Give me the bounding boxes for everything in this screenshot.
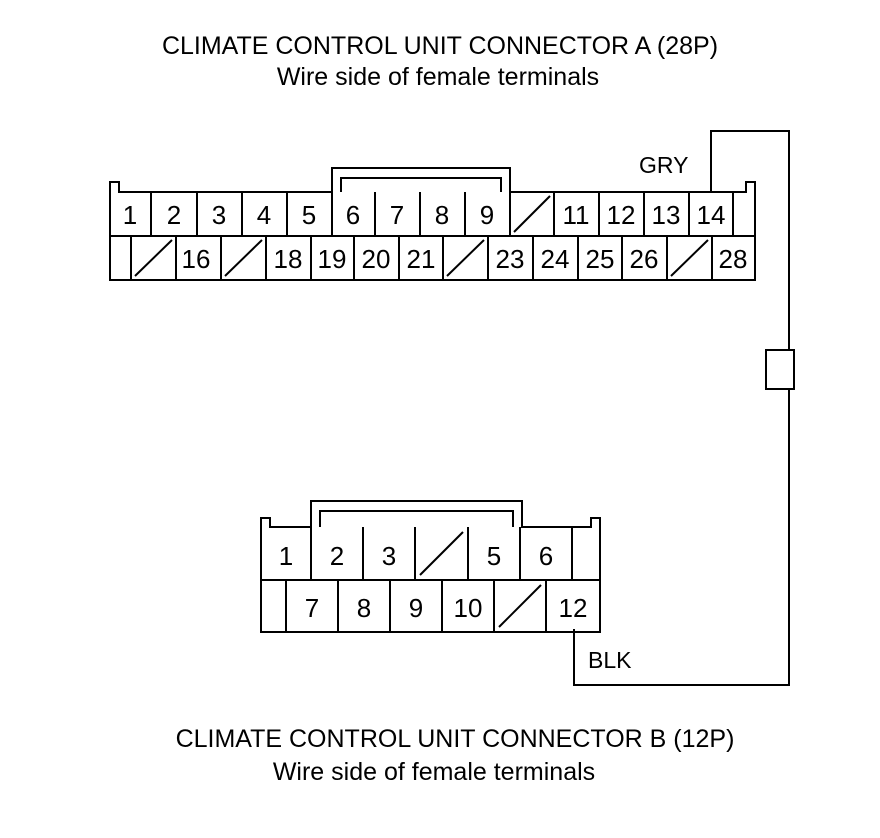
connector-b-pin: 9 [409,593,423,623]
connector-a-pin: 13 [652,200,681,230]
wire-color-label-gry: GRY [639,152,688,178]
connector-a-outline [109,167,756,281]
connector-a-pin: 7 [390,200,404,230]
connector-b-subtitle: Wire side of female terminals [272,758,596,786]
connector-a-pin: 26 [630,244,659,274]
connector-a-pin: 5 [302,200,316,230]
connector-b-pin: 10 [454,593,483,623]
connector-a-pin: 23 [496,244,525,274]
connector-b-outline [260,500,601,633]
connector-a-pin: 3 [212,200,226,230]
connector-a-empty-cavity-marks [134,195,709,277]
connector-a-pins: 1 2 3 4 5 6 7 8 9 11 12 13 14 16 18 19 2… [123,200,748,274]
connector-a-pin: 18 [274,244,303,274]
connector-a-row2-dividers [130,236,713,280]
connector-b-row1-dividers [310,527,573,580]
connector-a-pin: 21 [407,244,436,274]
connector-a-lock-tab [340,177,502,192]
gry-blk-wire-lower [573,389,790,686]
connector-a-pin: 1 [123,200,137,230]
connector-a-pin: 19 [318,244,347,274]
connector-b-pin: 1 [279,541,293,571]
connector-a-title: CLIMATE CONTROL UNIT CONNECTOR A (28P) [161,32,719,60]
connector-a-pin: 20 [362,244,391,274]
connector-b-pin: 2 [330,541,344,571]
wire-inline-connector [765,349,795,390]
connector-b-lock-tab [319,510,514,527]
gry-blk-wire [710,130,790,350]
connector-b-pin: 3 [382,541,396,571]
connector-a-pin: 16 [182,244,211,274]
connector-a-pin: 14 [697,200,726,230]
connector-b-pin: 5 [487,541,501,571]
wire-color-label-blk: BLK [588,647,632,673]
connector-b-pin: 12 [559,593,588,623]
connector-a-pin: 11 [563,200,590,230]
connector-a-pin: 2 [167,200,181,230]
connector-a-pin: 25 [586,244,615,274]
connector-a-pin: 28 [719,244,748,274]
connector-a-row1-dividers [150,192,734,236]
connector-b-pin: 8 [357,593,371,623]
connector-a-pin: 24 [541,244,570,274]
connector-a-pin: 4 [257,200,271,230]
connector-b-row2-dividers [285,580,547,632]
connector-a-subtitle: Wire side of female terminals [276,63,600,91]
connector-b-pin: 7 [305,593,319,623]
connector-a-pin: 8 [435,200,449,230]
connector-b-pins: 1 2 3 5 6 7 8 9 10 12 [279,541,588,623]
connector-a-pin: 6 [346,200,360,230]
connector-b-pin: 6 [539,541,553,571]
connector-a-pin: 12 [607,200,636,230]
connector-a-pin: 9 [480,200,494,230]
connector-b-empty-cavity-marks [419,531,542,628]
connector-b-title: CLIMATE CONTROL UNIT CONNECTOR B (12P) [175,725,735,753]
